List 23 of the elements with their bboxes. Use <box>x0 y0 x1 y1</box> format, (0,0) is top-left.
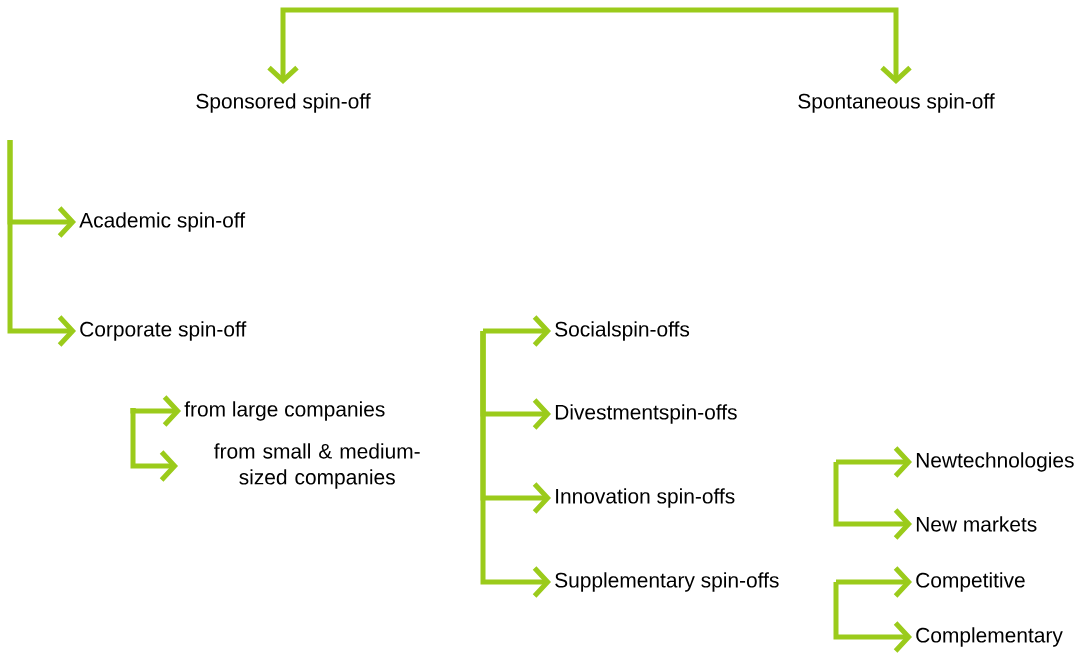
arrow <box>267 7 912 85</box>
arrow <box>833 462 912 540</box>
node-label: Spontaneous spin-off <box>798 93 995 113</box>
arrow <box>130 408 178 482</box>
node-label: from large companies <box>184 401 385 421</box>
node-label: Competitive <box>916 572 1025 592</box>
node-label: from small & medium-sized companies <box>214 443 420 489</box>
node-label: Divestmentspin-offs <box>555 404 737 424</box>
node-label: Socialspin-offs <box>555 321 690 341</box>
node-label: Innovation spin-offs <box>556 488 735 508</box>
arrow <box>483 315 551 347</box>
node-label: Newtechnologies <box>916 452 1074 472</box>
node-label: Supplementary spin-offs <box>555 572 779 592</box>
arrow <box>833 582 912 653</box>
arrow <box>836 446 912 478</box>
arrow <box>7 140 76 347</box>
node-label: New markets <box>916 516 1037 532</box>
node-label: Corporate spin-off <box>80 321 247 341</box>
arrow <box>836 566 912 598</box>
node-label: Sponsored spin-off <box>196 93 371 113</box>
node-label: Academic spin-off <box>79 212 246 232</box>
arrow <box>480 331 551 598</box>
node-label: Complementary <box>916 627 1063 647</box>
